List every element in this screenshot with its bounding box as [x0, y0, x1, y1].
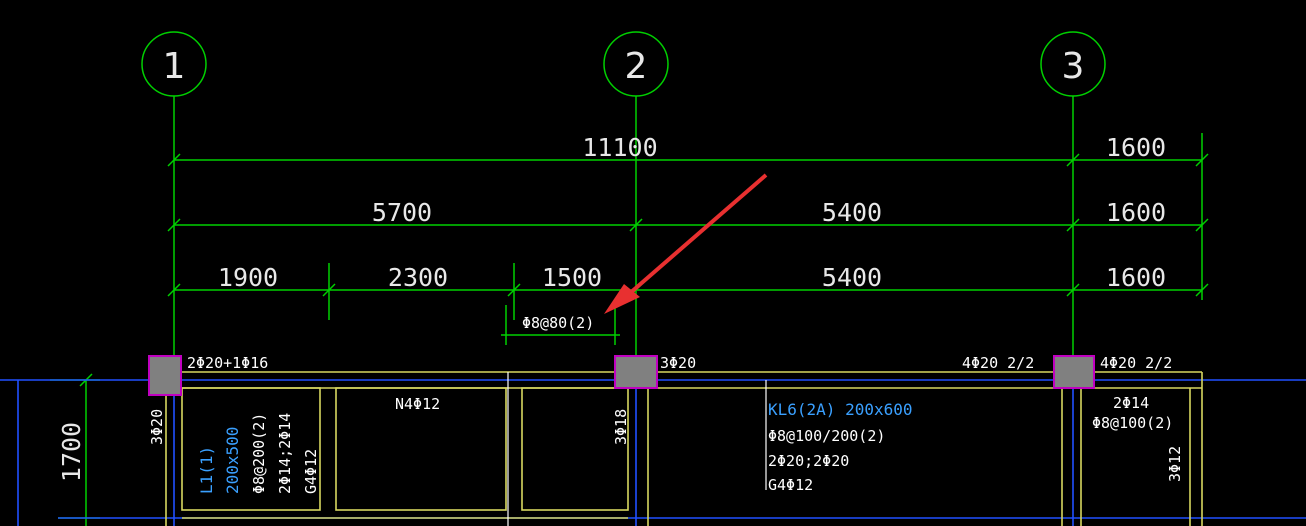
axis-bubble-2: 2: [603, 31, 669, 97]
rebar-left-col: 3Φ20: [148, 409, 166, 445]
axis-lines: [173, 96, 1203, 356]
dim-5400-row3: 5400: [822, 263, 882, 292]
axis-label-1: 1: [163, 46, 186, 87]
dim-1900: 1900: [218, 263, 278, 292]
stirrup-callout: Φ8@80(2): [501, 305, 620, 345]
dim-2300: 2300: [388, 263, 448, 292]
l1-side: G4Φ12: [302, 449, 320, 494]
dim-1600-row2: 1600: [1106, 198, 1166, 227]
axis-bubble-1: 1: [141, 31, 207, 97]
l1-size: 200x500: [223, 427, 242, 494]
beam-outlines: [165, 371, 1203, 526]
rebar-right-col: 3Φ12: [1166, 446, 1184, 482]
l1-name: L1(1): [197, 446, 216, 494]
kl6-stirrup: Φ8@100/200(2): [768, 427, 885, 445]
l1-stirrup: Φ8@200(2): [250, 413, 268, 494]
kl6-name: KL6(2A) 200x600: [768, 400, 913, 419]
rebar-mid-col: 3Φ18: [612, 409, 630, 445]
rebar-left-top: 2Φ20+1Φ16: [187, 354, 268, 372]
rebar-mid-top: 3Φ20: [660, 354, 696, 372]
column-middle: [614, 355, 658, 389]
l1-bars: 2Φ14;2Φ14: [276, 413, 294, 494]
kl6-bars: 2Φ20;2Φ20: [768, 452, 849, 470]
right-box-stirrup: Φ8@100(2): [1092, 414, 1173, 432]
column-right: [1053, 355, 1095, 389]
column-left: [148, 355, 182, 396]
dim-1700: 1700: [57, 422, 86, 482]
red-arrow-icon: [604, 173, 768, 314]
axis-label-2: 2: [625, 46, 648, 87]
dim-1600-row1: 1600: [1106, 133, 1166, 162]
beam-kl6-label: KL6(2A) 200x600 Φ8@100/200(2) 2Φ20;2Φ20 …: [768, 400, 913, 494]
beam-l1-label: L1(1) 200x500 Φ8@200(2) 2Φ14;2Φ14 G4Φ12: [197, 413, 320, 494]
stirrup-callout-text: Φ8@80(2): [522, 314, 594, 332]
dim-5700: 5700: [372, 198, 432, 227]
kl6-side: G4Φ12: [768, 476, 813, 494]
right-box-label: 2Φ14 Φ8@100(2): [1092, 394, 1173, 432]
dim-1600-row3: 1600: [1106, 263, 1166, 292]
dimension-row-1: 11100 1600: [167, 133, 1209, 167]
dim-5400-row2: 5400: [822, 198, 882, 227]
rebar-right-top-b: 4Φ20 2/2: [1100, 354, 1172, 372]
axis-bubble-3: 3: [1040, 31, 1106, 97]
right-box-bars: 2Φ14: [1113, 394, 1149, 412]
axis-label-3: 3: [1062, 46, 1085, 87]
dimension-row-3: 1900 2300 1500 5400 1600: [167, 263, 1209, 297]
dim-11100: 11100: [582, 133, 657, 162]
rebar-right-top-a: 4Φ20 2/2: [962, 354, 1034, 372]
rebar-n4: N4Φ12: [395, 395, 440, 413]
dim-1500: 1500: [542, 263, 602, 292]
dimension-vertical: 1700: [50, 373, 100, 526]
dimension-row-2: 5700 5400 1600: [167, 198, 1209, 232]
